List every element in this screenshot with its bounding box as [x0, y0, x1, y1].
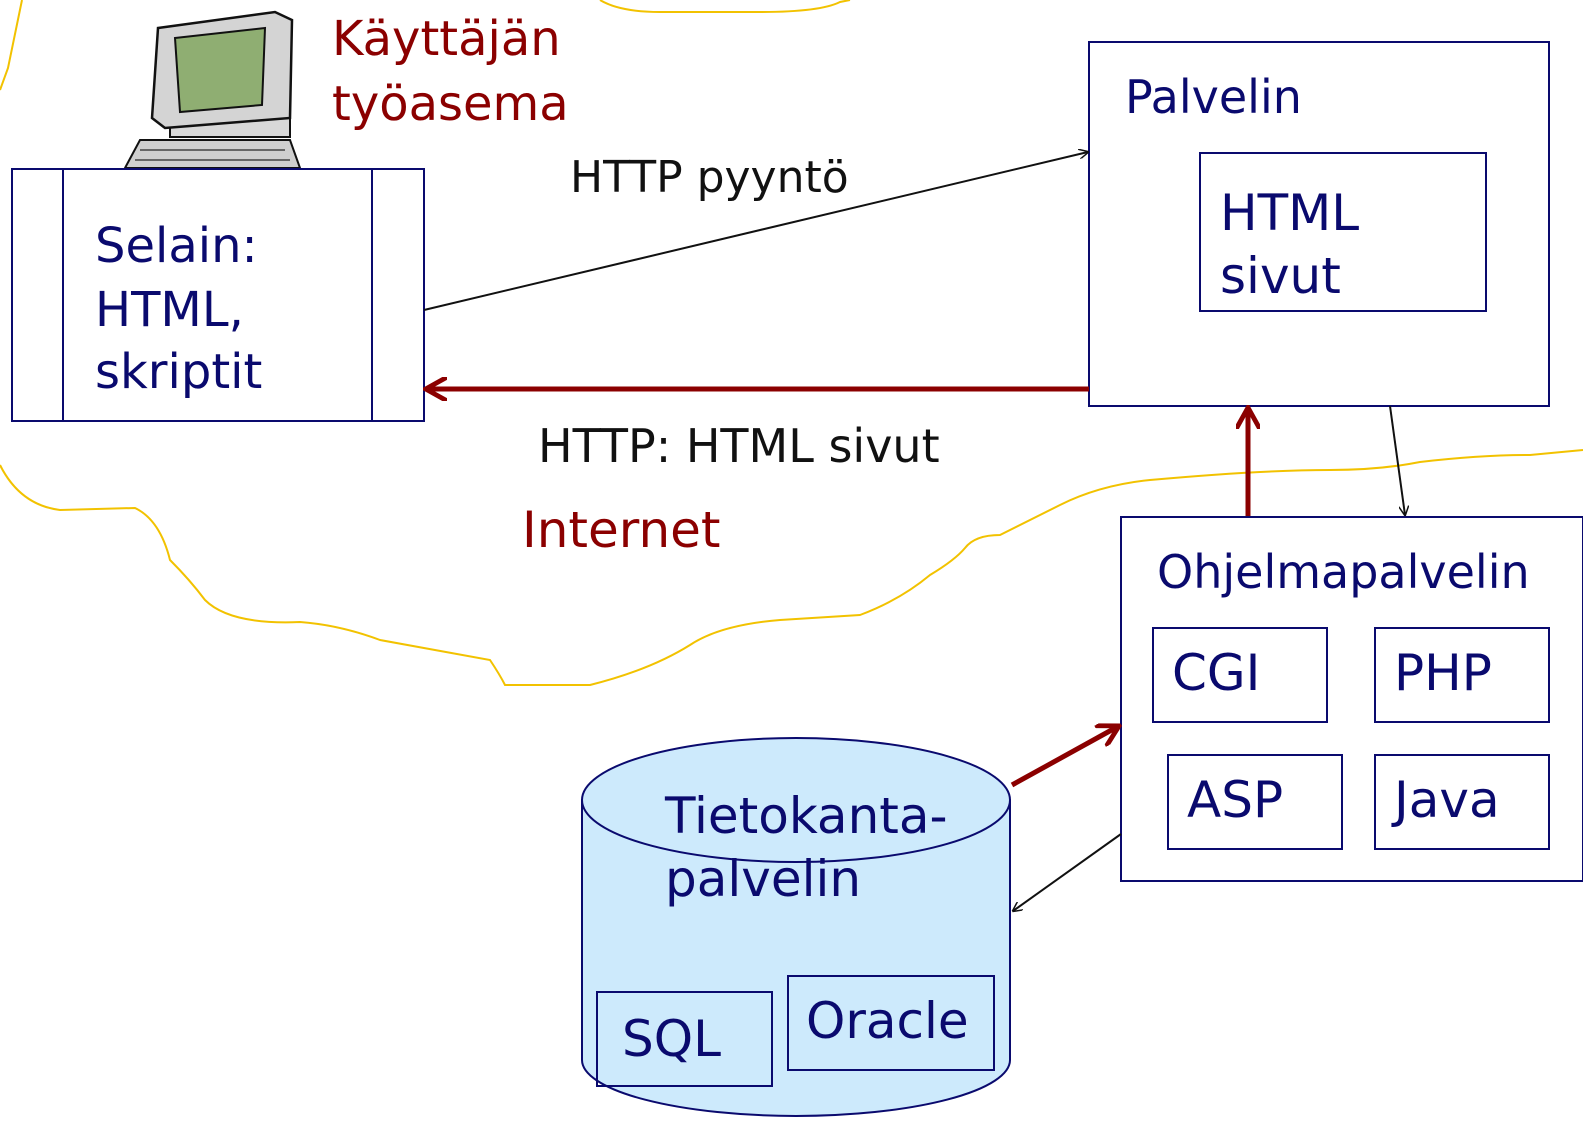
app-to-db-arrow: [1013, 833, 1122, 911]
db-to-app-arrow: [1010, 727, 1117, 788]
component-cgi-label: CGI: [1172, 644, 1260, 702]
browser-label-line3: skriptit: [95, 344, 262, 400]
internet-cloud: [0, 0, 1583, 686]
db-sql-label: SQL: [622, 1010, 721, 1068]
component-php-box: [1374, 627, 1550, 723]
http-request-label: HTTP pyyntö: [570, 152, 849, 203]
workstation-label-line1: Käyttäjän: [332, 11, 561, 67]
html-pages-line1: HTML: [1220, 184, 1359, 242]
server-to-app-arrow: [1389, 405, 1405, 515]
server-title: Palvelin: [1125, 70, 1302, 124]
browser-label-line2: HTML,: [95, 282, 244, 338]
component-java-label: Java: [1391, 771, 1500, 829]
html-pages-line2: sivut: [1220, 247, 1341, 305]
database-cylinder: Tietokanta- palvelin SQL Oracle: [581, 737, 1011, 1117]
component-java-box: [1374, 754, 1550, 850]
workstation-label-line2: työasema: [332, 76, 569, 132]
http-request-arrow: [423, 152, 1088, 311]
database-label-line1: Tietokanta-: [664, 787, 948, 845]
app-server-box: Ohjelmapalvelin CGI PHP ASP Java: [1120, 516, 1583, 882]
component-asp-box: [1167, 754, 1343, 850]
app-server-title: Ohjelmapalvelin: [1157, 545, 1530, 599]
http-response-label: HTTP: HTML sivut: [538, 419, 940, 473]
server-box: Palvelin HTML sivut: [1088, 41, 1550, 407]
component-php-label: PHP: [1394, 644, 1492, 702]
browser-label-line1: Selain:: [95, 218, 258, 274]
db-oracle-box: [787, 975, 995, 1071]
component-cgi-box: [1152, 627, 1328, 723]
database-label-line2: palvelin: [665, 850, 861, 908]
db-sql-box: [596, 991, 773, 1087]
computer-icon: [123, 10, 302, 169]
internet-label: Internet: [522, 501, 721, 559]
db-oracle-label: Oracle: [806, 992, 969, 1050]
component-asp-label: ASP: [1187, 771, 1283, 829]
browser-box: Selain: HTML, skriptit: [11, 168, 425, 422]
html-pages-box: [1199, 152, 1487, 312]
